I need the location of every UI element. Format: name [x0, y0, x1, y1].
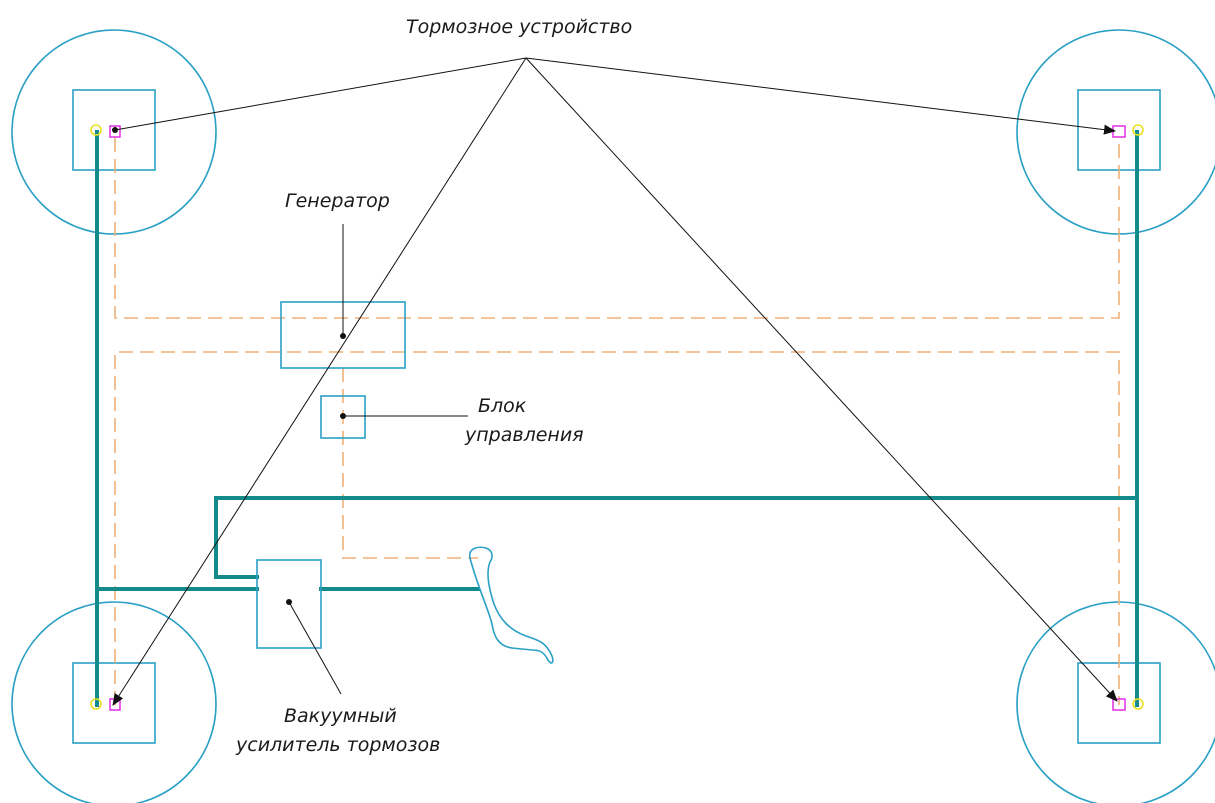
sensor-front-left — [90, 124, 102, 136]
control-unit-leader — [340, 413, 468, 419]
brake-device-label: Тормозное устройство — [406, 16, 632, 38]
control-unit-label-line2: управления — [464, 424, 584, 446]
brake-unit-front-left — [109, 125, 121, 138]
brake-pedal — [468, 546, 554, 664]
booster-label-line2: усилитель тормозов — [235, 734, 440, 756]
brake-unit-rear-right — [1112, 698, 1126, 711]
brake-unit-front-right — [1112, 125, 1126, 138]
sensor-rear-left — [90, 698, 102, 710]
brake-pipes — [95, 130, 1139, 707]
wheel-rear-left — [11, 601, 217, 803]
wheel-front-right — [1016, 29, 1215, 235]
brake-device-leaders — [112, 57, 1118, 706]
electric-wiring — [114, 138, 1120, 705]
wheel-rear-right — [1016, 601, 1215, 803]
control-unit-box — [320, 395, 366, 439]
sensor-front-right — [1132, 124, 1144, 136]
wheel-front-left — [11, 29, 217, 235]
control-unit-label-line1: Блок — [478, 395, 527, 417]
sensor-rear-right — [1132, 698, 1144, 710]
booster-label-line1: Вакуумный — [284, 705, 397, 727]
generator-label: Генератор — [285, 190, 390, 212]
generator-leader — [340, 224, 346, 339]
vacuum-booster-box — [256, 559, 322, 649]
booster-leader — [286, 599, 342, 695]
